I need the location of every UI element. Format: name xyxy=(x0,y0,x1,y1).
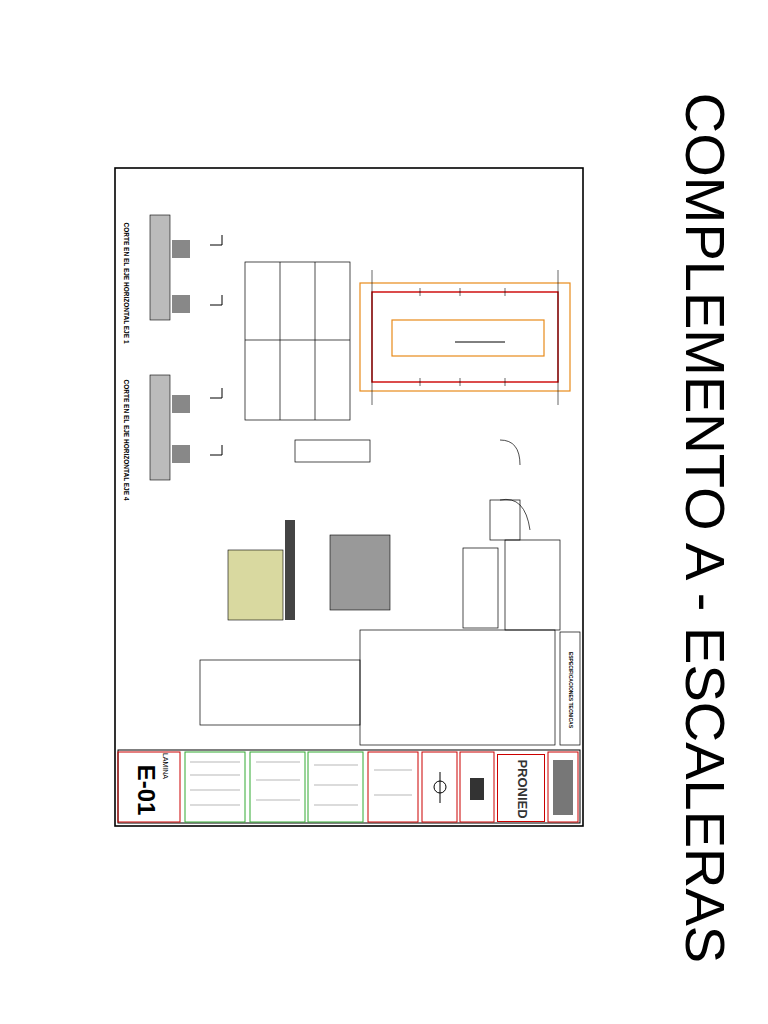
node-text: LAMINA xyxy=(162,753,169,779)
sheet-number-box: LAMINA E-01 xyxy=(120,754,178,820)
drawing-label: ESPECIFICACIONES TECNICAS xyxy=(568,652,573,728)
sheet-title: COMPLEMENTO A - ESCALERAS xyxy=(677,93,733,963)
drawing-label: CORTE EN EL EJE HORIZONTAL EJE 1 xyxy=(123,223,130,344)
node-text: PRONIED xyxy=(516,759,529,818)
drawing-label: CORTE EN EL EJE HORIZONTAL EJE 4 xyxy=(123,380,130,501)
node-text: E-01 xyxy=(134,765,158,816)
logo-box: PRONIED xyxy=(497,754,545,822)
